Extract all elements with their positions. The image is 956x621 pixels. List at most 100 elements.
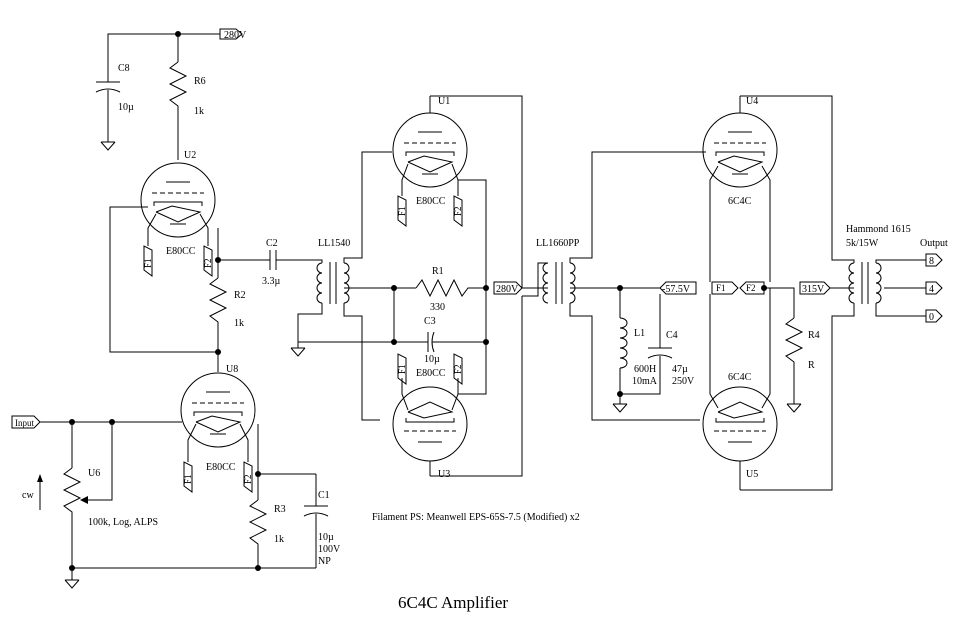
tube-u5 (702, 386, 778, 462)
l1-current: 10mA (632, 376, 658, 387)
hammond-rating: 5k/15W (846, 238, 879, 249)
input-label: Input (15, 418, 34, 428)
c3-value: 10µ (424, 354, 440, 365)
out8-label: 8 (929, 256, 934, 267)
u5-pins (709, 288, 846, 491)
r6-ref: R6 (194, 76, 206, 87)
c8-ref: C8 (118, 63, 130, 74)
u4-pins (709, 95, 846, 282)
c1-voltage: 100V (318, 544, 341, 555)
port-280v-mid: 280V (496, 284, 519, 295)
tube-u8 (180, 372, 256, 448)
diagram-title: 6C4C Amplifier (398, 593, 508, 612)
u3-f2: F2 (453, 364, 463, 374)
port-f1: F1 (716, 283, 726, 293)
u5-type: 6C4C (728, 372, 752, 383)
r4-ref: R4 (808, 330, 820, 341)
c1-type: NP (318, 556, 331, 567)
l1-ref: L1 (634, 328, 645, 339)
u8-pins (183, 423, 261, 493)
tube-u1 (392, 112, 468, 188)
wire-u2-grid-loop (109, 206, 219, 353)
ll1660pp-label: LL1660PP (536, 238, 580, 249)
output-port-0[interactable] (925, 309, 943, 323)
tube-u3 (392, 386, 468, 462)
u2-ref: U2 (184, 150, 196, 161)
c1-value: 10µ (318, 532, 334, 543)
u4-type: 6C4C (728, 196, 752, 207)
r1-value: 330 (430, 302, 445, 313)
filament-note: Filament PS: Meanwell EPS-65S-7.5 (Modif… (372, 512, 580, 523)
potentiometer-u6[interactable] (37, 422, 113, 568)
resistor-r6 (168, 61, 188, 160)
supply-315v (799, 281, 846, 295)
resistor-r1 (394, 278, 486, 298)
port-315v: 315V (802, 284, 825, 295)
cathode-network-u8 (64, 473, 329, 589)
capacitor-c4 (620, 294, 673, 395)
r6-value: 1k (194, 106, 204, 117)
u6-value: 100k, Log, ALPS (88, 517, 158, 528)
u1-ref: U1 (438, 96, 450, 107)
c4-ref: C4 (666, 330, 678, 341)
capacitor-c2 (218, 250, 314, 270)
c3-ref: C3 (424, 316, 436, 327)
u2-f1: F1 (143, 258, 153, 268)
tube-u4 (702, 112, 778, 188)
transformer-ll1540 (290, 151, 394, 421)
u2-f2: F2 (203, 258, 213, 268)
hammond-label: Hammond 1615 (846, 224, 911, 235)
u3-ref: U3 (438, 469, 450, 480)
port-280v-top: 280V (224, 30, 247, 41)
choke-l1 (612, 288, 628, 413)
u1-f2: F2 (453, 206, 463, 216)
neg-bias-port (620, 281, 697, 295)
capacitor-c8 (95, 56, 121, 151)
output-label: Output (920, 238, 948, 249)
u8-type: E80CC (206, 462, 236, 473)
r2-ref: R2 (234, 290, 246, 301)
out0-label: 0 (929, 312, 934, 323)
c2-ref: C2 (266, 238, 278, 249)
transformer-ll1660pp (522, 151, 706, 421)
u2-type: E80CC (166, 246, 196, 257)
u5-ref: U5 (746, 469, 758, 480)
output-port-4[interactable] (925, 281, 943, 295)
u3-type: E80CC (416, 368, 446, 379)
r1-ref: R1 (432, 266, 444, 277)
r2-value: 1k (234, 318, 244, 329)
c4-value: 47µ (672, 364, 688, 375)
port-neg-bias: -57.5V (662, 284, 691, 295)
transformer-hammond-1615 (846, 259, 926, 317)
c2-value: 3.3µ (262, 276, 281, 287)
output-port-8[interactable] (925, 253, 943, 267)
u1-type: E80CC (416, 196, 446, 207)
out4-label: 4 (929, 284, 934, 295)
resistor-r4 (764, 287, 804, 413)
u3-f1: F1 (397, 364, 407, 374)
cw-label: cw (22, 490, 34, 501)
u6-ref: U6 (88, 468, 100, 479)
supply-280v-top (107, 28, 243, 62)
capacitor-c3 (298, 288, 489, 353)
c1-ref: C1 (318, 490, 330, 501)
u8-f2: F2 (243, 474, 253, 484)
r3-value: 1k (274, 534, 284, 545)
input-port[interactable] (11, 415, 182, 429)
r3-ref: R3 (274, 504, 286, 515)
u2-heater-pins (143, 213, 213, 277)
u4-ref: U4 (746, 96, 758, 107)
ll1540-label: LL1540 (318, 238, 350, 249)
r4-value: R (808, 360, 815, 371)
tube-u2 (140, 162, 216, 238)
u8-f1: F1 (183, 474, 193, 484)
u8-ref: U8 (226, 364, 238, 375)
c4-voltage: 250V (672, 376, 695, 387)
u1-f1: F1 (397, 206, 407, 216)
port-f2: F2 (746, 283, 756, 293)
c8-value: 10µ (118, 102, 134, 113)
l1-inductance: 600H (634, 364, 656, 375)
u1-pins (397, 95, 523, 288)
